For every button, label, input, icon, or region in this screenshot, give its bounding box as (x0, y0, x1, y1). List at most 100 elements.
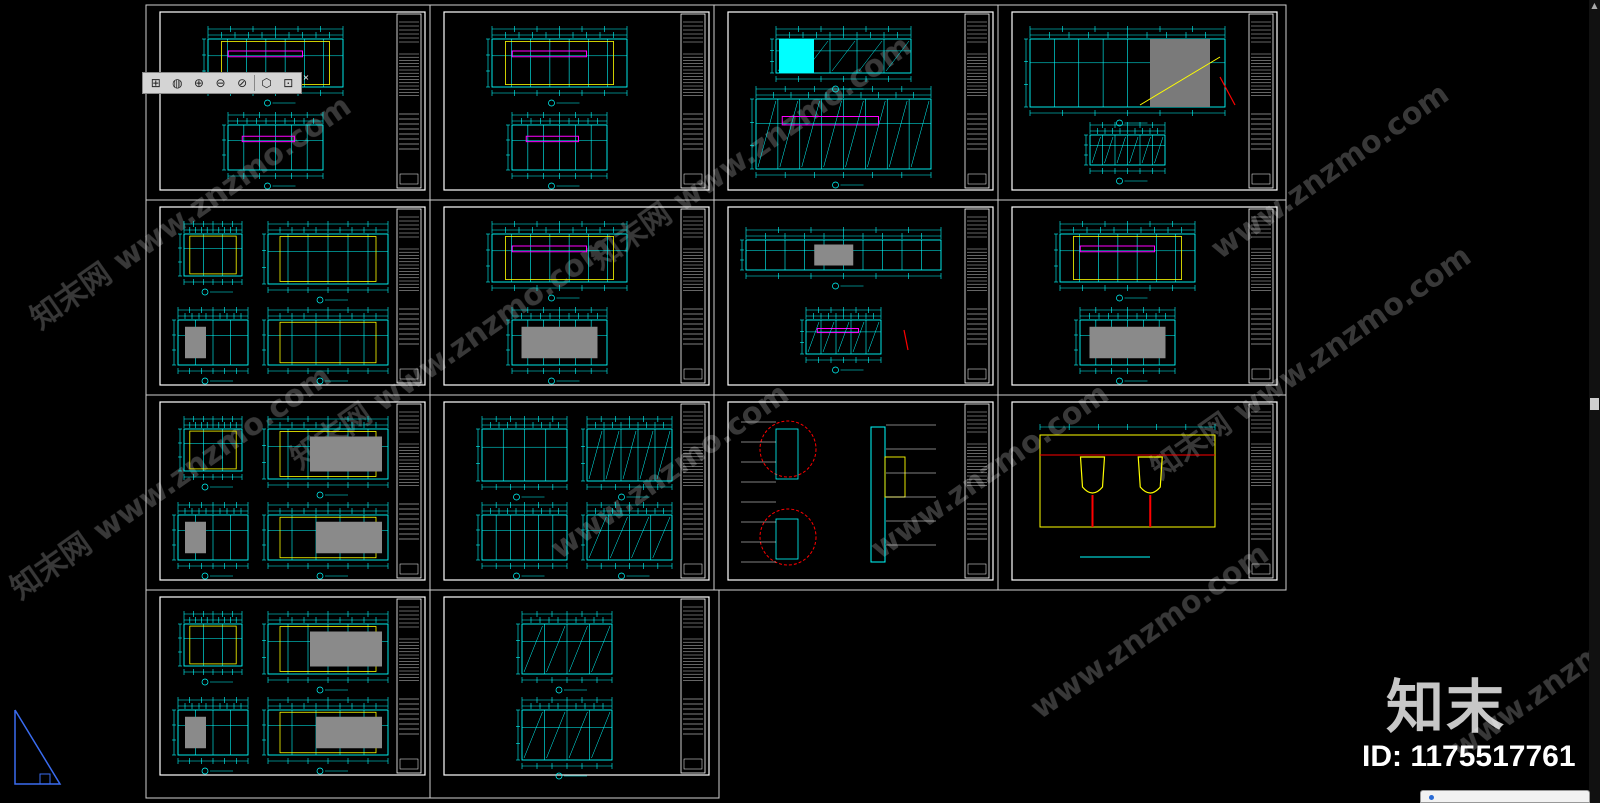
cad-line (1091, 136, 1101, 164)
watermark-text: www.znzmo.com (865, 376, 1116, 566)
cad-line (1219, 76, 1236, 106)
cad-line (837, 321, 850, 353)
stone-fill (310, 631, 382, 667)
urinal-outline (1079, 456, 1106, 494)
elevation-outline (775, 38, 912, 74)
view-cube-icon[interactable]: ⬡ (261, 76, 272, 90)
zoom-out-icon[interactable]: ⊖ (215, 76, 226, 90)
sheet-border (159, 401, 426, 581)
view-label-marker (832, 181, 839, 189)
scroll-up-icon[interactable]: ▲ (1591, 1, 1598, 10)
cad-line (1154, 136, 1164, 164)
title-block (680, 598, 706, 774)
sheet-border (443, 206, 710, 386)
notification-popup[interactable] (1420, 790, 1590, 803)
cad-line (610, 516, 628, 559)
view-toolbar: ⊞ ◍ ⊕ ⊖ ⊘ ⬡ ⊡ × (142, 72, 309, 94)
sheet-border (159, 206, 426, 386)
cad-line (889, 100, 908, 168)
watermark-text: 知末网 www.znzmo.com (585, 29, 918, 277)
cad-line (631, 516, 649, 559)
cad-line (656, 430, 671, 480)
stone-fill (316, 521, 382, 554)
cad-line (852, 321, 865, 353)
title-block-cell (967, 563, 987, 575)
vertical-scrollbar[interactable]: ▲ (1589, 0, 1600, 803)
cad-line (1141, 136, 1151, 164)
cad-line (831, 40, 856, 72)
title-block (396, 13, 422, 189)
elevation-outline (183, 428, 243, 472)
tile-band (511, 245, 587, 253)
toolbar-close-icon[interactable]: × (302, 73, 310, 82)
trim (189, 430, 237, 470)
cad-line (546, 625, 566, 673)
drawing-sheet (443, 11, 710, 191)
elevation-outline (586, 428, 673, 482)
stone-fill (316, 716, 382, 749)
view-label-marker (201, 678, 209, 686)
title-block (964, 208, 990, 384)
title-block-cell (1251, 173, 1271, 185)
view-label-marker (316, 491, 324, 499)
stone-fill (521, 326, 598, 359)
drawing-sheet (443, 401, 710, 581)
view-label-marker (548, 294, 555, 302)
title-block-cell (399, 368, 419, 380)
sheet-border (443, 401, 710, 581)
title-block (1248, 13, 1274, 189)
stone-fill (185, 326, 206, 359)
watermark-text: www.znzmo.com (1205, 76, 1456, 266)
elevation-outline (491, 38, 628, 88)
cad-line (807, 321, 820, 353)
sheet-border (1011, 401, 1278, 581)
notification-icon (1429, 795, 1434, 800)
watermark-text: www.znzmo.com (545, 376, 796, 566)
title-block-cell (1251, 563, 1271, 575)
watermark-text: 知末网 www.znzmo.com (1145, 239, 1478, 487)
cad-line (1129, 136, 1139, 164)
cyan-panel (779, 39, 814, 73)
watermark-text: 知末网 www.znzmo.com (25, 89, 358, 337)
cad-line (568, 625, 588, 673)
tile-band (816, 328, 859, 334)
title-block-cell (967, 368, 987, 380)
trim (505, 235, 614, 280)
cad-line (823, 100, 842, 168)
brand-watermark: 知末 (1386, 673, 1507, 741)
zoom-window-icon[interactable]: ⊞ (150, 76, 161, 90)
trim (279, 236, 377, 282)
detail-section (775, 428, 799, 480)
orbit-icon[interactable]: ◍ (172, 76, 183, 90)
title-block-cell (399, 758, 419, 770)
cad-line (523, 711, 543, 759)
view-label-marker (548, 182, 555, 190)
drawing-sheet (159, 206, 426, 386)
scroll-thumb[interactable] (1590, 398, 1599, 410)
sheet-border (1011, 206, 1278, 386)
stone-fill (185, 521, 206, 554)
pan-icon[interactable]: ⊘ (237, 76, 248, 90)
elevation-outline (183, 623, 243, 667)
cad-line (523, 625, 543, 673)
zoom-realtime-icon[interactable]: ⊕ (193, 76, 204, 90)
drawing-sheet (1011, 206, 1278, 386)
zoom-extents-icon[interactable]: ⊡ (283, 76, 294, 90)
detail-callout (759, 508, 817, 566)
cad-line (652, 516, 671, 559)
cad-line (588, 430, 603, 480)
cad-line (591, 711, 611, 759)
toolbar-separator (253, 75, 255, 91)
drawing-sheet (727, 11, 994, 191)
detail-section (775, 518, 799, 560)
view-label-marker (548, 99, 555, 107)
view-label-marker (201, 377, 209, 385)
view-label-marker (1116, 177, 1123, 185)
cad-line (903, 329, 909, 351)
cad-line (801, 100, 820, 168)
view-label-marker (1116, 119, 1123, 127)
cad-line (588, 516, 607, 559)
cad-line (867, 321, 880, 353)
view-label-marker (201, 288, 209, 296)
